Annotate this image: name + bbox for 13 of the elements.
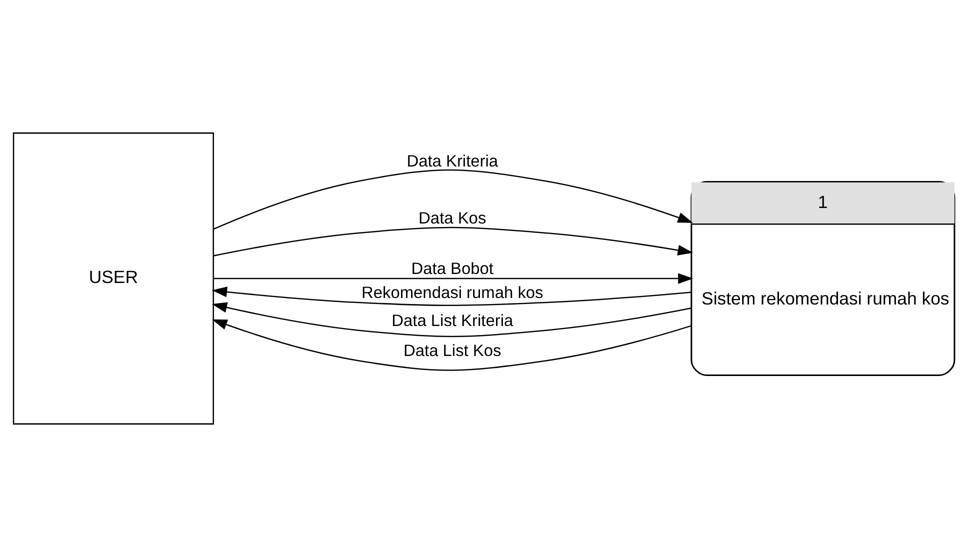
edge-label: Data List Kos <box>404 342 502 360</box>
arrow <box>212 286 692 306</box>
edge-label: Data Kriteria <box>406 152 498 170</box>
arrow <box>213 273 694 284</box>
arrow <box>212 319 692 371</box>
arrow <box>213 169 694 230</box>
edge-label: Data List Kriteria <box>392 312 514 330</box>
edge-label: Data Kos <box>418 209 486 228</box>
edge-label: Rekomendasi rumah kos <box>361 284 544 302</box>
arrow <box>212 302 692 338</box>
arrow <box>214 226 693 256</box>
edge-label: Data Bobot <box>411 260 494 278</box>
node-box: USER <box>12 132 214 425</box>
